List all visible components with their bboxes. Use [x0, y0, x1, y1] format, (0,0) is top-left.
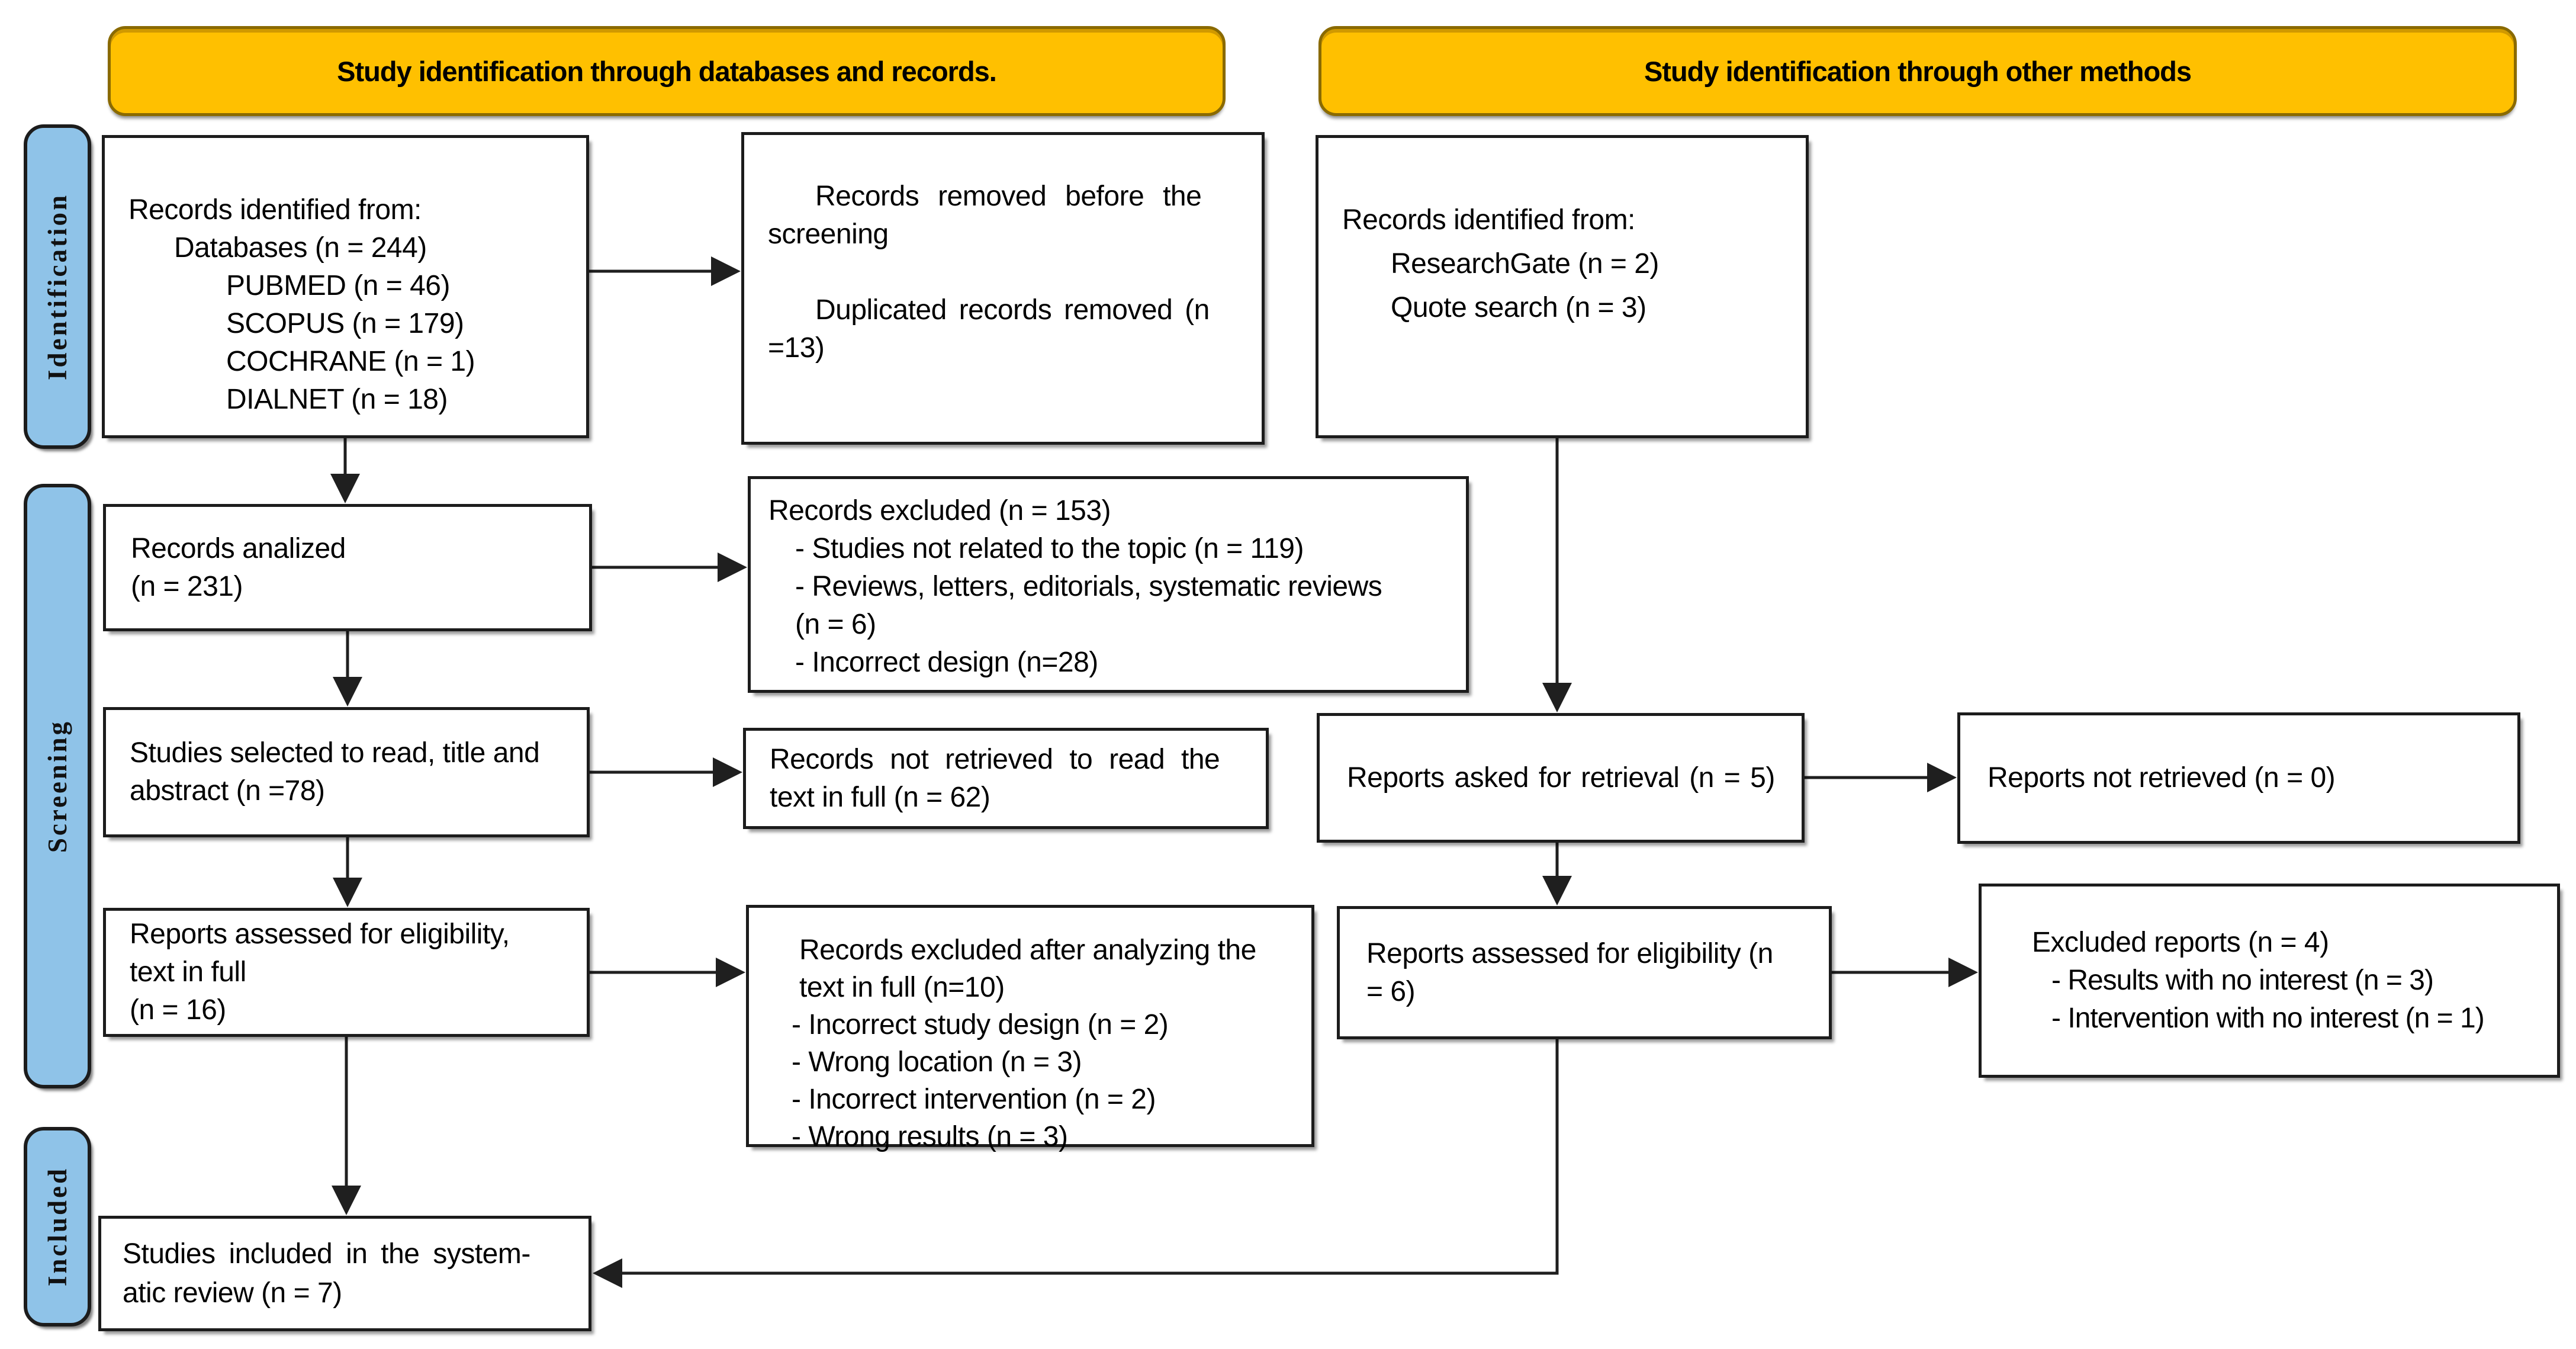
- box-line: DIALNET (n = 18): [226, 384, 448, 415]
- box-line: - Intervention with no interest (n = 1): [2051, 1003, 2485, 1034]
- box-line: Records identified from:: [128, 194, 422, 226]
- phase-label-screening: Screening: [24, 484, 91, 1088]
- box-line: Reports asked for retrieval (n = 5): [1347, 762, 1775, 794]
- box-records-removed-before-screening: Records removed before the screening Dup…: [741, 132, 1265, 445]
- box-records-excluded: Records excluded (n = 153) - Studies not…: [748, 476, 1469, 693]
- box-studies-selected: Studies selected to read, title and abst…: [103, 707, 590, 837]
- box-line: screening: [768, 219, 889, 250]
- box-line: Records identified from:: [1342, 204, 1635, 236]
- box-line: - Results with no interest (n = 3): [2051, 965, 2434, 996]
- box-line: Reports not retrieved (n = 0): [1988, 762, 2336, 794]
- box-line: abstract (n =78): [130, 775, 325, 807]
- box-line: - Reviews, letters, editorials, systemat…: [795, 571, 1382, 602]
- box-records-excluded-fulltext: Records excluded after analyzing the tex…: [746, 905, 1314, 1152]
- phase-label-text: Identification: [43, 192, 72, 380]
- box-reports-assessed-eligibility: Reports assessed for eligibility (n = 6): [1337, 906, 1832, 1039]
- box-excluded-reports: Excluded reports (n = 4) - Results with …: [1979, 884, 2560, 1078]
- box-line: = 6): [1366, 975, 1416, 1007]
- box-line: Duplicated records removed (n: [815, 294, 1210, 326]
- box-records-analized: Records analized (n = 231): [103, 504, 592, 631]
- phase-label-text: Included: [43, 1167, 72, 1287]
- box-line: Studies included in the system-: [123, 1238, 530, 1270]
- box-line: text in full (n=10): [799, 972, 1005, 1003]
- box-line: - Studies not related to the topic (n = …: [795, 533, 1304, 564]
- arrow-eligibility-to-included: [593, 1039, 1559, 1288]
- box-reports-assessed-fulltext: Reports assessed for eligibility, text i…: [103, 908, 590, 1037]
- box-line: (n = 16): [130, 994, 226, 1026]
- box-line: Studies selected to read, title and: [130, 737, 540, 769]
- box-records-identified-databases: Records identified from: Databases (n = …: [102, 135, 589, 438]
- box-line: text in full: [130, 956, 246, 988]
- box-line: PUBMED (n = 46): [226, 270, 450, 301]
- banner-databases: Study identification through databases a…: [108, 26, 1226, 116]
- box-line: (n = 6): [795, 609, 876, 640]
- box-line: Records removed before the: [815, 181, 1202, 212]
- box-line: Records excluded after analyzing the: [799, 934, 1256, 966]
- box-line: SCOPUS (n = 179): [226, 308, 464, 339]
- box-records-identified-other: Records identified from: ResearchGate (n…: [1316, 135, 1809, 438]
- box-line: =13): [768, 332, 825, 364]
- box-line: Records analized: [131, 532, 346, 564]
- box-line: ResearchGate (n = 2): [1391, 248, 1659, 280]
- box-line: COCHRANE (n = 1): [226, 346, 475, 377]
- box-reports-not-retrieved: Reports not retrieved (n = 0): [1957, 712, 2520, 844]
- box-line: Records excluded (n = 153): [768, 495, 1111, 526]
- box-line: text in full (n = 62): [770, 781, 990, 813]
- box-line: - Incorrect intervention (n = 2): [792, 1084, 1156, 1115]
- box-line: - Incorrect design (n=28): [795, 647, 1098, 678]
- box-line: - Wrong location (n = 3): [792, 1046, 1082, 1078]
- box-line: - Incorrect study design (n = 2): [792, 1009, 1169, 1040]
- box-line: Databases (n = 244): [174, 232, 427, 264]
- box-reports-asked-retrieval: Reports asked for retrieval (n = 5): [1317, 713, 1805, 843]
- box-studies-included: Studies included in the system- atic rev…: [98, 1216, 591, 1331]
- box-line: Reports assessed for eligibility,: [130, 918, 510, 950]
- box-line: (n = 231): [131, 570, 243, 602]
- box-line: Quote search (n = 3): [1391, 292, 1646, 323]
- box-line: [768, 253, 1238, 291]
- phase-label-included: Included: [24, 1127, 91, 1326]
- phase-label-text: Screening: [43, 719, 72, 853]
- box-line: Records not retrieved to read the: [770, 743, 1220, 775]
- box-line: Excluded reports (n = 4): [2032, 927, 2329, 958]
- box-line: atic review (n = 7): [123, 1277, 342, 1309]
- box-line: - Wrong results (n = 3): [792, 1121, 1068, 1152]
- box-line: Reports assessed for eligibility (n: [1366, 937, 1773, 969]
- box-records-not-retrieved: Records not retrieved to read the text i…: [743, 728, 1269, 829]
- phase-label-identification: Identification: [24, 124, 91, 449]
- banner-other-methods: Study identification through other metho…: [1318, 26, 2517, 116]
